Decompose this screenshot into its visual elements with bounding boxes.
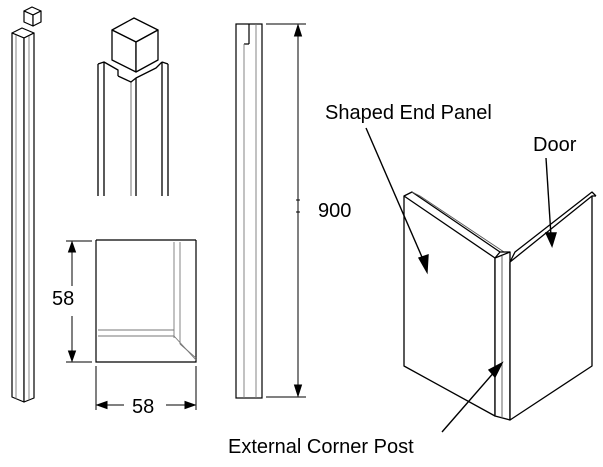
post-top-detail [97,17,169,196]
plan-section [95,239,197,363]
leader-arrows [365,127,557,433]
shaped-end-panel [403,195,496,417]
side-elevation [235,23,263,399]
external-corner-post-shape [494,251,511,421]
dim-900 [266,23,306,398]
label-external-corner-post: External Corner Post [228,436,414,458]
label-door: Door [533,134,577,156]
arrow-external-corner-post [487,361,504,379]
post-isometric [11,6,42,403]
dimension-width-58: 58 [132,396,155,418]
dimension-depth-58: 58 [52,288,75,310]
assembly [403,191,597,421]
label-shaped-end-panel: Shaped End Panel [325,102,492,124]
dim-58-vertical [66,240,92,363]
dim-58-horizontal [95,366,197,410]
arrow-door [544,232,557,248]
door-shape [509,195,593,421]
dimension-height-900: 900 [318,200,352,222]
arrow-shaped-end-panel [417,254,429,275]
